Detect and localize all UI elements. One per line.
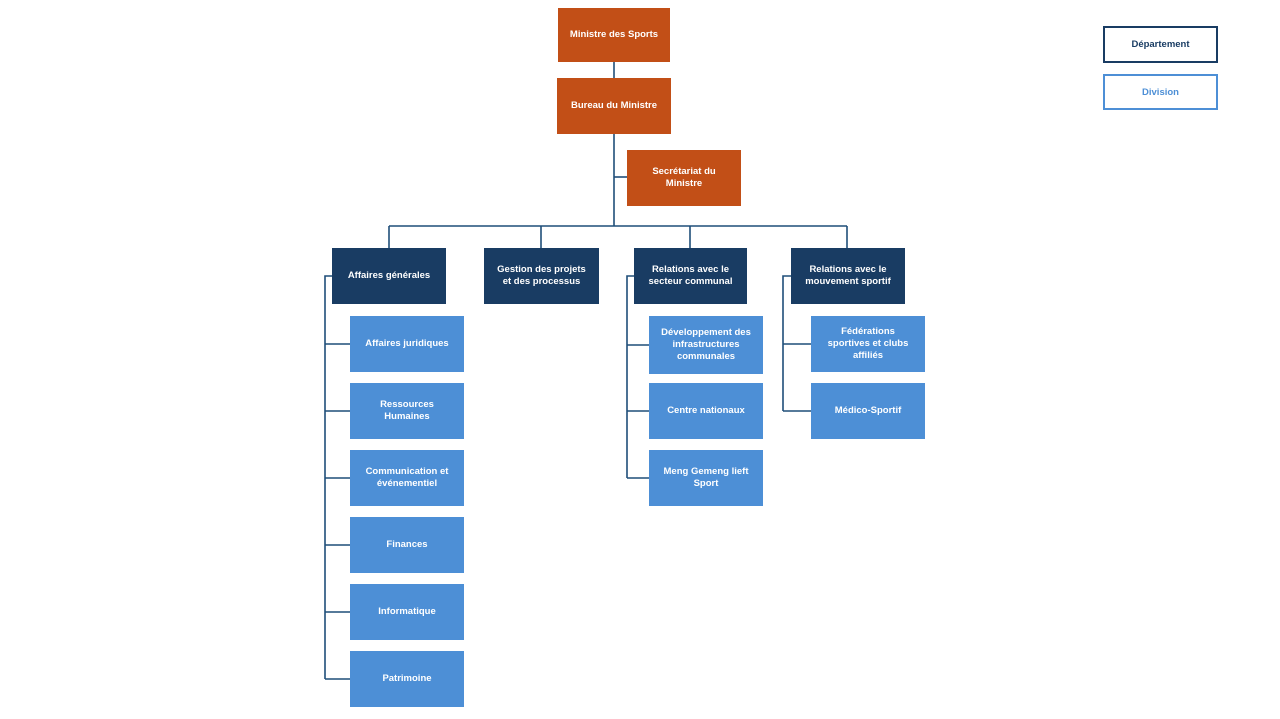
division-box-federations: Fédérations sportives et clubs affiliés — [811, 316, 925, 372]
department-box-affaires-generales: Affaires générales — [332, 248, 446, 304]
department-label: Relations avec le secteur communal — [648, 264, 733, 287]
department-box-gestion-projets: Gestion des projets et des processus — [484, 248, 599, 304]
division-label: Affaires juridiques — [365, 338, 449, 349]
bureau-box: Bureau du Ministre — [557, 78, 671, 134]
division-box-centre-nationaux: Centre nationaux — [649, 383, 763, 439]
division-label: Patrimoine — [382, 673, 432, 684]
division-label: Ressources Humaines — [380, 399, 434, 422]
department-label: Affaires générales — [347, 270, 431, 281]
division-label: Fédérations sportives et clubs affiliés — [827, 326, 909, 361]
secretariat-box: Secrétariat du Ministre — [627, 150, 741, 206]
legend-department: Département — [1103, 26, 1218, 63]
division-box-developpement-infrastructures: Développement des infrastructures commun… — [649, 316, 763, 374]
division-label: Finances — [386, 539, 428, 550]
division-box-medico-sportif: Médico-Sportif — [811, 383, 925, 439]
division-box-communication: Communication et événementiel — [350, 450, 464, 506]
secretariat-label: Secrétariat du Ministre — [652, 166, 716, 189]
division-label: Communication et événementiel — [365, 466, 449, 489]
division-box-finances: Finances — [350, 517, 464, 573]
division-label: Médico-Sportif — [834, 405, 902, 416]
legend-division-label: Division — [1142, 86, 1179, 98]
division-box-affaires-juridiques: Affaires juridiques — [350, 316, 464, 372]
minister-label: Ministre des Sports — [569, 29, 659, 40]
division-box-informatique: Informatique — [350, 584, 464, 640]
division-label: Meng Gemeng lieft Sport — [663, 466, 749, 489]
division-label: Centre nationaux — [667, 405, 745, 416]
department-box-secteur-communal: Relations avec le secteur communal — [634, 248, 747, 304]
division-box-ressources-humaines: Ressources Humaines — [350, 383, 464, 439]
bureau-label: Bureau du Ministre — [570, 100, 658, 111]
department-label: Gestion des projets et des processus — [497, 264, 586, 287]
legend-division: Division — [1103, 74, 1218, 110]
connector-dept-3-spine — [626, 275, 634, 478]
minister-box: Ministre des Sports — [558, 8, 670, 62]
division-box-meng-gemeng: Meng Gemeng lieft Sport — [649, 450, 763, 506]
legend-department-label: Département — [1131, 39, 1190, 50]
department-label: Relations avec le mouvement sportif — [805, 264, 891, 287]
division-box-patrimoine: Patrimoine — [350, 651, 464, 707]
division-label: Développement des infrastructures commun… — [661, 327, 751, 362]
connector-dept-4-spine — [782, 275, 791, 411]
division-label: Informatique — [378, 606, 436, 617]
department-box-mouvement-sportif: Relations avec le mouvement sportif — [791, 248, 905, 304]
